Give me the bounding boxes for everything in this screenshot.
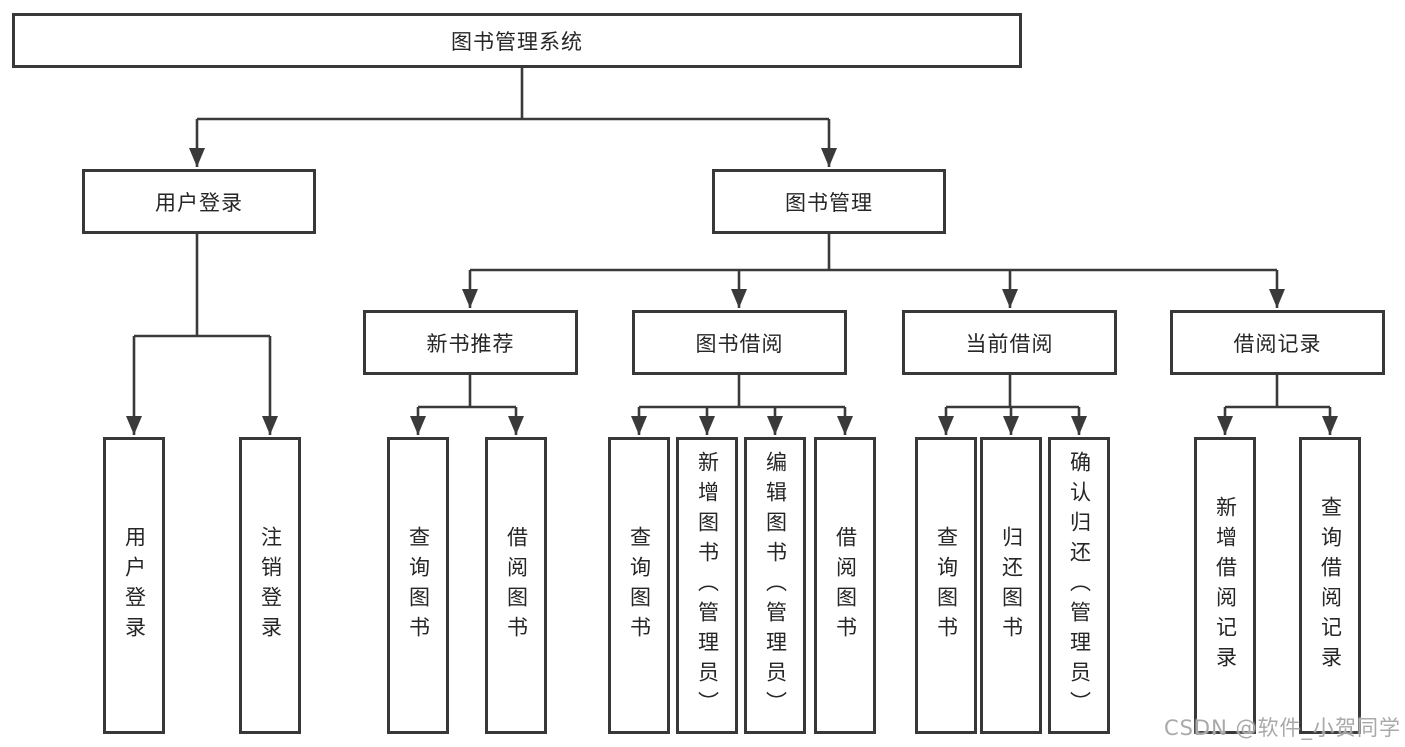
- node-borrowing-records: 借阅记录: [1170, 310, 1385, 375]
- csdn-watermark: CSDN @软件_小贺同学: [1163, 716, 1401, 740]
- node-user-login-leaf: 用户登录: [103, 437, 165, 734]
- leaf-label: 查询图书: [406, 525, 431, 646]
- node-return-books: 归还图书: [980, 437, 1042, 734]
- leaf-label: 归还图书: [999, 525, 1024, 646]
- node-add-borrow-record: 新增借阅记录: [1194, 437, 1256, 734]
- leaf-label: 查询图书: [934, 525, 959, 646]
- leaf-label: 新增图书（管理员）: [695, 450, 720, 721]
- node-borrow-books: 借阅图书: [814, 437, 876, 734]
- node-current-borrowing: 当前借阅: [902, 310, 1117, 375]
- leaf-label: 用户登录: [122, 525, 147, 646]
- leaf-label: 新增借阅记录: [1213, 495, 1238, 676]
- node-user-login-branch: 用户登录: [82, 169, 316, 234]
- leaf-label: 借阅图书: [833, 525, 858, 646]
- node-edit-books-admin: 编辑图书（管理员）: [744, 437, 806, 734]
- node-query-books-borrow: 查询图书: [608, 437, 670, 734]
- node-logout-leaf: 注销登录: [239, 437, 301, 734]
- node-query-borrow-record: 查询借阅记录: [1299, 437, 1361, 734]
- node-query-books-current: 查询图书: [915, 437, 977, 734]
- node-confirm-return-admin: 确认归还（管理员）: [1048, 437, 1110, 734]
- leaf-label: 编辑图书（管理员）: [763, 450, 788, 721]
- node-borrow-books-recommend: 借阅图书: [485, 437, 547, 734]
- node-query-books-recommend: 查询图书: [387, 437, 449, 734]
- leaf-label: 确认归还（管理员）: [1067, 450, 1092, 721]
- node-new-book-recommend: 新书推荐: [363, 310, 578, 375]
- leaf-label: 注销登录: [258, 525, 283, 646]
- node-add-books-admin: 新增图书（管理员）: [676, 437, 738, 734]
- leaf-label: 借阅图书: [504, 525, 529, 646]
- node-book-borrowing: 图书借阅: [632, 310, 847, 375]
- node-book-management-branch: 图书管理: [712, 169, 946, 234]
- node-library-system-root: 图书管理系统: [12, 13, 1022, 68]
- leaf-label: 查询图书: [627, 525, 652, 646]
- leaf-label: 查询借阅记录: [1318, 495, 1343, 676]
